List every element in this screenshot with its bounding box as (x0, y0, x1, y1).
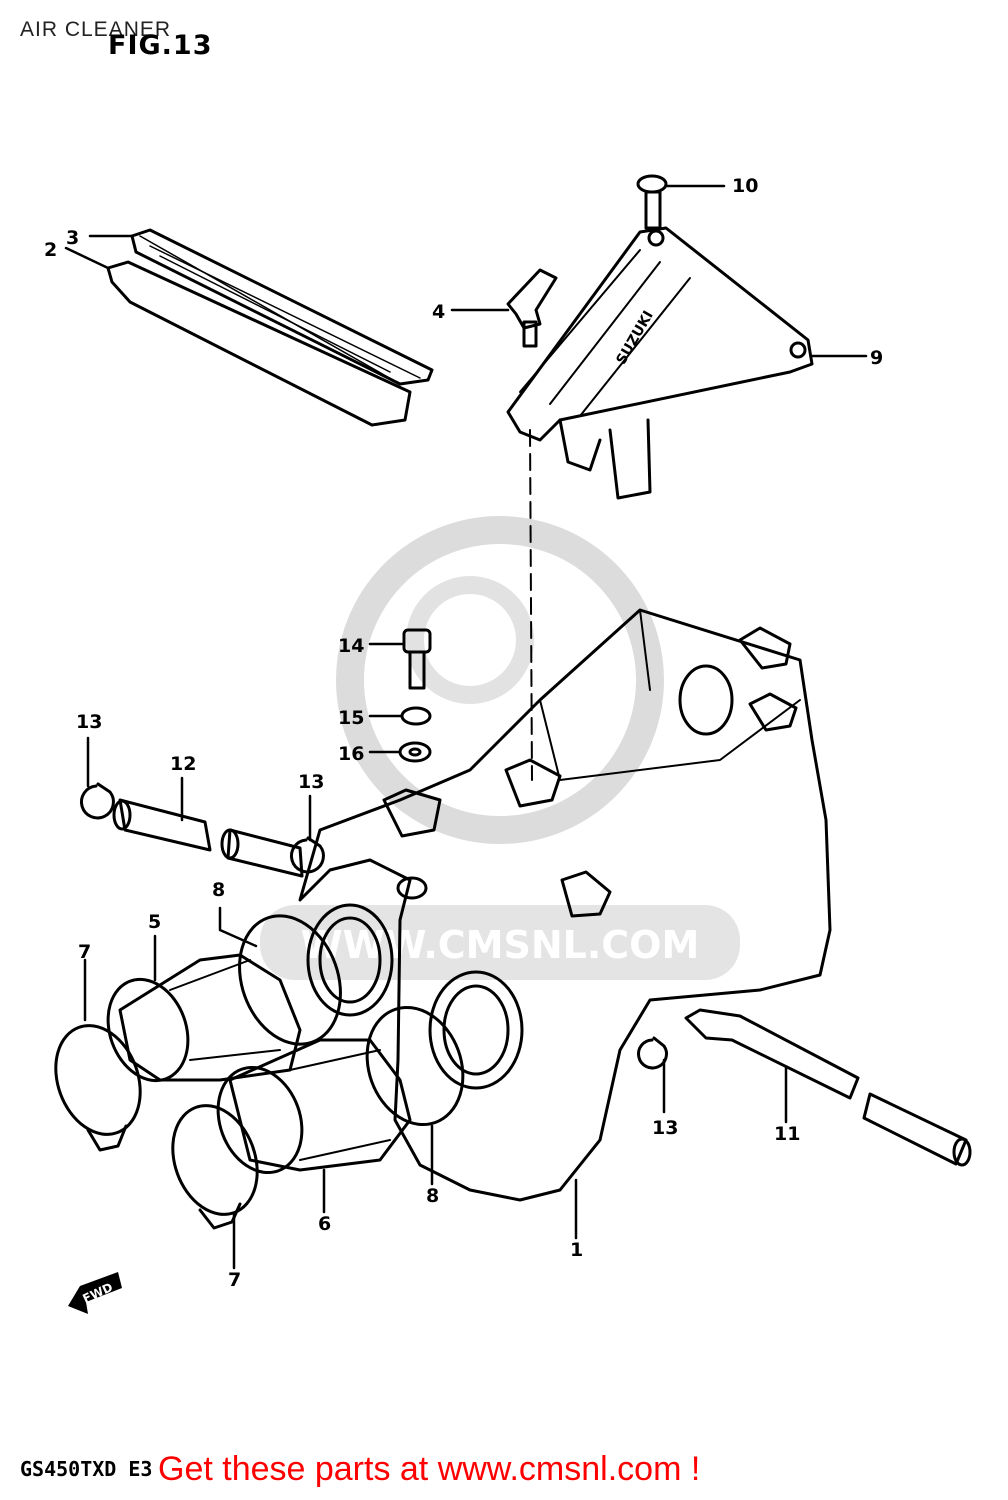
clip-13-mid (289, 836, 325, 874)
cover-tabs (558, 418, 652, 500)
label-3: 3 (66, 227, 79, 249)
watermark-text: WWW.CMSNL.COM (301, 923, 700, 967)
filter-mesh-3 (130, 228, 434, 386)
box-intake-front (306, 903, 394, 1017)
label-2: 2 (44, 239, 57, 261)
label-11: 11 (774, 1123, 800, 1145)
o-ring-8-lower (365, 1005, 465, 1127)
label-9: 9 (870, 347, 883, 369)
label-8a: 8 (212, 879, 225, 901)
air-cleaner-case-1 (298, 608, 832, 1202)
cta-link[interactable]: Get these parts at www.cmsnl.com ! (158, 1450, 701, 1488)
cover-logo: SUZUKI (613, 308, 656, 367)
clip-13-lower (637, 1036, 668, 1070)
box-intake-rear (428, 970, 524, 1090)
label-15: 15 (338, 707, 364, 729)
assembly-guide-line (529, 429, 533, 781)
clamp-7-lower (171, 1104, 259, 1216)
fwd-arrow (68, 1272, 122, 1314)
clamp-7-upper (54, 1024, 142, 1136)
label-10: 10 (732, 175, 758, 197)
label-7a: 7 (78, 941, 91, 963)
leader-lines (64, 184, 868, 1270)
filter-mesh-pattern (139, 235, 425, 385)
drain-hose-11 (684, 1008, 860, 1100)
figure-label: FIG.13 (108, 30, 213, 61)
filter-element-2 (106, 260, 412, 427)
label-5: 5 (148, 911, 161, 933)
label-13a: 13 (76, 711, 102, 733)
lock-washer-15 (400, 706, 432, 726)
label-12: 12 (170, 753, 196, 775)
label-7b: 7 (228, 1269, 241, 1291)
label-13c: 13 (652, 1117, 678, 1139)
air-cleaner-cover-9 (506, 226, 814, 442)
label-1: 1 (570, 1239, 583, 1261)
label-16: 16 (338, 743, 364, 765)
part-number-labels: 1 2 3 4 5 6 7 7 8 8 9 10 11 12 13 13 13 … (44, 175, 883, 1291)
label-8b: 8 (426, 1185, 439, 1207)
label-4: 4 (432, 301, 445, 323)
clip-13-left (79, 782, 115, 820)
label-14: 14 (338, 635, 364, 657)
screw-10 (636, 174, 668, 194)
breather-hose-12 (118, 798, 212, 852)
washer-16 (398, 741, 432, 763)
label-13b: 13 (298, 771, 324, 793)
page-title: AIR CLEANER (20, 18, 172, 41)
wing-nut-4 (506, 268, 558, 330)
watermark: WWW.CMSNL.COM (260, 516, 740, 980)
model-code: GS450TXD E3 (20, 1457, 153, 1481)
intake-pipe-6 (228, 1038, 412, 1172)
label-6: 6 (318, 1213, 331, 1235)
